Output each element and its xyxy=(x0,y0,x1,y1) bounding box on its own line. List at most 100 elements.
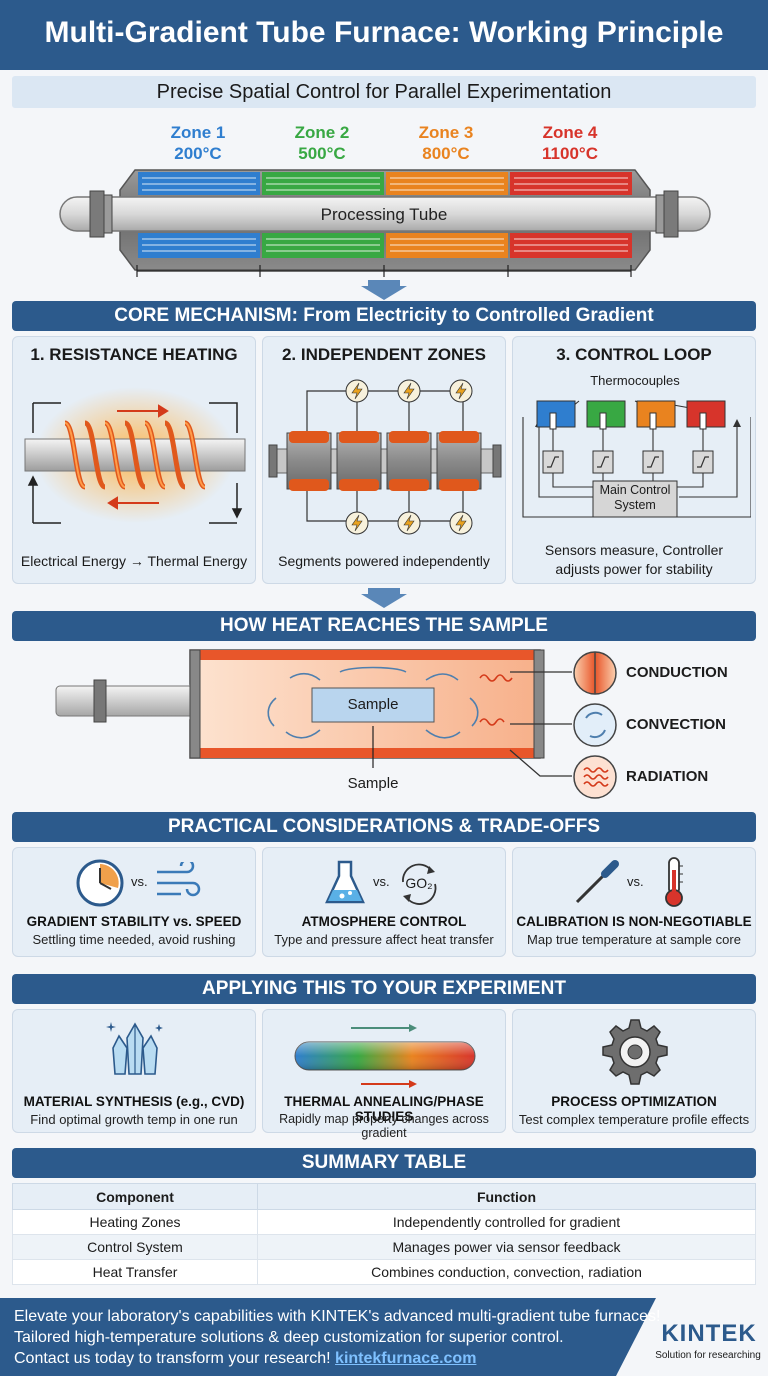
clock-icon xyxy=(76,859,124,907)
footer-line: Tailored high-temperature solutions & de… xyxy=(14,1329,564,1346)
down-arrow-icon xyxy=(361,280,407,300)
card-atmosphere-control: vs. GO₂ ATMOSPHERE CONTROL Type and pres… xyxy=(262,847,506,957)
panel-independent-zones: 2. INDEPENDENT ZONES Seg xyxy=(262,336,506,584)
table-cell: Control System xyxy=(12,1234,258,1260)
convection-label: CONVECTION xyxy=(626,716,727,733)
processing-tube xyxy=(59,196,711,232)
panel-control-loop: 3. CONTROL LOOP Thermocouples Main Contr… xyxy=(512,336,756,584)
panel-resistance-heating: 1. RESISTANCE HEATING Electric xyxy=(12,336,256,584)
card-sub: Find optimal growth temp in one run xyxy=(30,1112,238,1127)
vs-label: vs. xyxy=(131,874,148,889)
panel-title: 2. INDEPENDENT ZONES xyxy=(281,345,487,364)
card-process-optimization: PROCESS OPTIMIZATION Test complex temper… xyxy=(512,1009,756,1133)
page-subtitle: Precise Spatial Control for Parallel Exp… xyxy=(156,81,612,103)
card-title: GRADIENT STABILITY vs. SPEED xyxy=(26,914,242,929)
summary-banner: SUMMARY TABLE xyxy=(12,1148,756,1178)
panel-title: 1. RESISTANCE HEATING xyxy=(30,345,238,364)
panel-title: 3. CONTROL LOOP xyxy=(556,345,712,364)
table-row: Heating Zones Independently controlled f… xyxy=(12,1209,756,1235)
radiation-label: RADIATION xyxy=(626,768,709,785)
zone-label-3: Zone 3 800°C xyxy=(386,122,506,164)
left-flange xyxy=(89,190,105,238)
zone-name: Zone 3 xyxy=(418,123,474,142)
table-header-row: Component Function xyxy=(12,1183,756,1210)
zone-dimension-line xyxy=(136,265,632,277)
card-thermal-annealing: THERMAL ANNEALING/PHASE STUDIES Rapidly … xyxy=(262,1009,506,1140)
card-title: CALIBRATION IS NON-NEGOTIABLE xyxy=(516,914,752,929)
gear-icon xyxy=(602,1019,668,1085)
vs-label: vs. xyxy=(627,874,644,889)
card-material-synthesis: MATERIAL SYNTHESIS (e.g., CVD) Find opti… xyxy=(12,1009,256,1133)
card-title: THERMAL ANNEALING/PHASE STUDIES xyxy=(284,1094,484,1124)
footer-line: Elevate your laboratory's capabilities w… xyxy=(14,1308,661,1325)
panel-caption: Sensors measure, Controller adjusts powe… xyxy=(513,541,755,579)
radiation-icon xyxy=(573,755,617,799)
probe-icon xyxy=(575,860,619,904)
panel-caption: Electrical Energy → Thermal Energy xyxy=(20,553,248,569)
vs-label: vs. xyxy=(373,874,390,889)
title-bar xyxy=(0,0,768,70)
table-row: Heat Transfer Combines conduction, conve… xyxy=(12,1259,756,1285)
sample-box xyxy=(311,687,435,723)
conduction-icon xyxy=(573,651,617,695)
down-arrow-icon xyxy=(361,588,407,608)
table-header: Component xyxy=(12,1183,258,1210)
zone-temp: 1100°C xyxy=(542,144,598,163)
flask-icon xyxy=(325,860,365,904)
thermocouples-label: Thermocouples xyxy=(590,373,680,388)
card-sub: Settling time needed, avoid rushing xyxy=(32,932,236,947)
card-sub: Map true temperature at sample core xyxy=(527,932,741,947)
gas-cycle-icon xyxy=(402,863,437,905)
gradient-tube-icon xyxy=(294,1024,476,1088)
main-control-system-box xyxy=(592,480,678,518)
table-cell: Independently controlled for gradient xyxy=(257,1209,756,1235)
heat-modes-connectors xyxy=(509,671,572,777)
card-calibration: vs. CALIBRATION IS NON-NEGOTIABLE Map tr… xyxy=(512,847,756,957)
apply-banner: APPLYING THIS TO YOUR EXPERIMENT xyxy=(12,974,756,1004)
table-row: Control System Manages power via sensor … xyxy=(12,1234,756,1260)
card-sub: Type and pressure affect heat transfer xyxy=(274,932,494,947)
brand-logo: KINTEK xyxy=(661,1320,757,1347)
zone-label-1: Zone 1 200°C xyxy=(138,122,258,164)
conduction-label: CONDUCTION xyxy=(626,664,728,681)
controller-label-line: Main Control xyxy=(599,483,671,497)
crystal-icon xyxy=(106,1022,163,1075)
summary-table: Component Function Heating Zones Indepen… xyxy=(12,1183,756,1285)
heat-transfer-diagram xyxy=(55,649,545,768)
page-title: Multi-Gradient Tube Furnace: Working Pri… xyxy=(44,16,724,49)
convection-icon xyxy=(573,703,617,747)
control-loop-icon xyxy=(522,400,751,518)
card-title: ATMOSPHERE CONTROL xyxy=(301,914,467,929)
segmented-zones-icon xyxy=(268,379,502,535)
gas-label: GO₂ xyxy=(405,875,433,891)
sample-box-label: Sample xyxy=(347,696,399,713)
table-cell: Heating Zones xyxy=(12,1209,258,1235)
coil-heating-icon xyxy=(24,387,246,524)
subtitle-bar xyxy=(12,76,756,108)
thermometer-icon xyxy=(665,857,683,907)
furnace-diagram xyxy=(59,169,711,277)
zone-name: Zone 4 xyxy=(542,123,598,142)
zone-name: Zone 2 xyxy=(294,123,350,142)
heat-banner: HOW HEAT REACHES THE SAMPLE xyxy=(12,611,756,641)
card-title: MATERIAL SYNTHESIS (e.g., CVD) xyxy=(23,1094,245,1109)
card-gradient-stability: vs. GRADIENT STABILITY vs. SPEED Settlin… xyxy=(12,847,256,957)
panel-caption-line: adjusts power for stability xyxy=(555,561,713,577)
footer-link[interactable]: kintekfurnace.com xyxy=(335,1350,477,1367)
zone-name: Zone 1 xyxy=(170,123,226,142)
footer-line: Contact us today to transform your resea… xyxy=(14,1350,331,1367)
sample-label: Sample xyxy=(347,775,399,792)
brand-tagline: Solution for researching xyxy=(655,1350,761,1361)
footer-logo-background xyxy=(616,1298,768,1376)
controller-label-line: System xyxy=(614,498,656,512)
wind-icon xyxy=(157,862,201,897)
card-sub: Rapidly map property changes across grad… xyxy=(279,1112,489,1140)
footer-text: Elevate your laboratory's capabilities w… xyxy=(14,1306,661,1369)
panel-caption-line: Sensors measure, Controller xyxy=(544,542,724,558)
zone-label-2: Zone 2 500°C xyxy=(262,122,382,164)
table-header: Function xyxy=(257,1183,756,1210)
tube-label: Processing Tube xyxy=(320,205,448,224)
card-title: PROCESS OPTIMIZATION xyxy=(551,1094,717,1109)
table-cell: Combines conduction, convection, radiati… xyxy=(257,1259,756,1285)
zone-temp: 500°C xyxy=(298,144,346,163)
